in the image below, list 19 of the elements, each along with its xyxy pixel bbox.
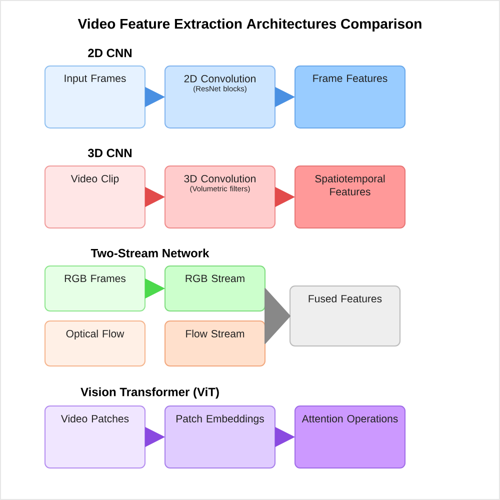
input-box: Optical Flow [44, 320, 146, 366]
section-heading: Two-Stream Network [90, 248, 210, 258]
output-box: Spatiotemporal Features [294, 166, 406, 228]
section-heading: 3D CNN [88, 148, 132, 158]
input-box: Video Clip [44, 166, 146, 228]
merge-arrow [264, 316, 290, 344]
output-box: Frame Features [294, 66, 406, 128]
output-box: Attention Operations [294, 406, 406, 468]
merge-arrow [264, 288, 290, 316]
process-box: Flow Stream [164, 320, 266, 366]
input-box: Input Frames [44, 66, 146, 128]
process-box: RGB Stream [164, 266, 266, 312]
input-box: Video Patches [44, 406, 146, 468]
section-heading: Vision Transformer (ViT) [80, 387, 219, 399]
process-box: Patch Embeddings [164, 406, 276, 468]
section-heading: 2D CNN [88, 48, 132, 58]
title: Video Feature Extraction Architectures Comparison [78, 18, 422, 32]
input-box: RGB Frames [44, 266, 146, 312]
output-box: Fused Features [290, 286, 400, 346]
